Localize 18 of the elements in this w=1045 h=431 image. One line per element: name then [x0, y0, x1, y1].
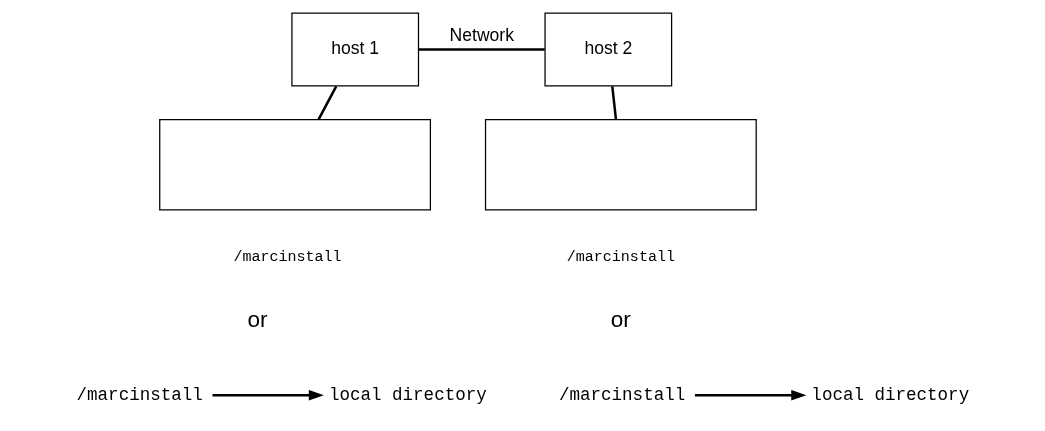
- node-label: /marcinstall: [233, 247, 342, 266]
- node-box: host 2: [544, 12, 673, 87]
- node-box: [484, 119, 757, 211]
- node-box: host 1: [291, 12, 420, 87]
- edge-label: Network: [449, 24, 514, 45]
- node-text: local directory: [328, 384, 487, 405]
- arrow: [694, 390, 807, 401]
- arrow: [212, 390, 324, 401]
- node-box: [159, 119, 432, 211]
- node-label: or: [247, 306, 268, 332]
- node-text: /marcinstall: [558, 384, 686, 405]
- node-text: /marcinstall: [76, 384, 203, 405]
- connector: [317, 85, 338, 120]
- node-label: or: [610, 306, 631, 332]
- node-label: /marcinstall: [566, 247, 675, 266]
- connector: [611, 86, 618, 120]
- node-text: local directory: [811, 384, 970, 405]
- connector: [418, 48, 545, 51]
